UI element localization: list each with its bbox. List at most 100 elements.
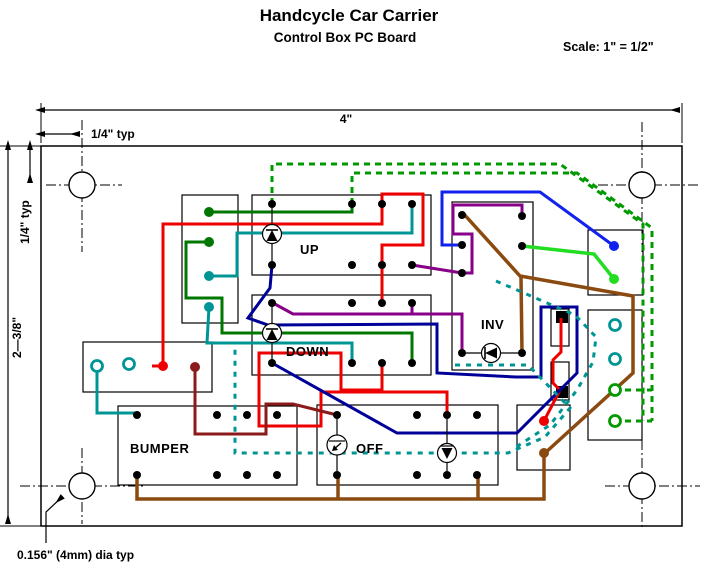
pad <box>268 261 276 269</box>
component-labels: UP DOWN INV BUMPER OFF <box>130 242 504 456</box>
pad <box>378 261 386 269</box>
trace-green-b <box>184 240 414 363</box>
symbols-layer <box>261 204 522 475</box>
off-diode <box>436 415 458 475</box>
pad <box>518 349 526 357</box>
pad <box>408 359 416 367</box>
pad <box>348 299 356 307</box>
pad <box>348 261 356 269</box>
label-bumper: BUMPER <box>130 441 189 456</box>
pad <box>458 349 466 357</box>
lamp-body <box>326 434 348 456</box>
mounting-hole <box>46 120 122 252</box>
pad <box>273 471 281 479</box>
trace-purple-b <box>451 203 524 275</box>
pad <box>458 241 466 249</box>
pad <box>348 359 356 367</box>
pad <box>213 411 221 419</box>
dim-hole-offset-h-label: 1/4" typ <box>91 127 135 141</box>
pad <box>413 411 421 419</box>
pad <box>133 471 141 479</box>
label-up: UP <box>300 242 319 257</box>
terminal-dot-green <box>204 207 214 217</box>
pad <box>268 200 276 208</box>
fuse-pad <box>556 311 568 323</box>
page-subtitle: Control Box PC Board <box>274 30 417 45</box>
pad <box>378 200 386 208</box>
pad <box>333 471 341 479</box>
trace-teal-c <box>95 366 139 415</box>
page-title: Handcycle Car Carrier <box>260 6 439 25</box>
terminal-dot-teal <box>204 271 214 281</box>
hole-circle <box>68 171 96 199</box>
trace-navy-loop <box>245 264 579 435</box>
trace-green-a <box>209 204 354 214</box>
terminal-ring-teal <box>90 359 104 373</box>
pad <box>213 471 221 479</box>
trace-dashteal-2 <box>495 279 598 451</box>
diode-triangle <box>266 329 278 340</box>
off-relay <box>316 404 499 486</box>
hole-dia-note: 0.156" (4mm) dia typ <box>17 548 134 562</box>
trace-brown-rail <box>135 453 546 501</box>
trace-dashteal-1 <box>233 343 573 455</box>
pad <box>413 471 421 479</box>
diode-triangle <box>441 448 453 459</box>
pad <box>133 411 141 419</box>
trace-darkred-path <box>193 367 338 436</box>
terminal-dot-red <box>539 416 549 426</box>
trace-blue-inv <box>440 190 615 248</box>
dim-hole-offset-v-label: 1/4" typ <box>18 200 32 244</box>
trace-red-main <box>161 192 425 366</box>
mounting-hole <box>605 440 700 528</box>
terminal-dot-lime <box>609 274 619 284</box>
pad <box>408 200 416 208</box>
inv-relay <box>451 201 534 371</box>
scale-note: Scale: 1" = 1/2" <box>563 40 654 54</box>
pad <box>473 471 481 479</box>
label-down: DOWN <box>286 344 329 359</box>
pad <box>458 211 466 219</box>
hole-dia-leader <box>45 494 65 543</box>
trace-red-fuse <box>542 318 563 422</box>
terminal-dot-teal <box>204 302 214 312</box>
hole-circle <box>628 472 656 500</box>
pad <box>268 359 276 367</box>
pad <box>518 212 526 220</box>
pad <box>473 411 481 419</box>
trace-teal-b <box>205 306 354 363</box>
terminal-dot-green <box>204 237 214 247</box>
pad <box>408 299 416 307</box>
hole-circle <box>628 171 656 199</box>
board-outline <box>40 145 683 527</box>
trace-lime-path <box>521 244 616 281</box>
pad <box>348 200 356 208</box>
diode-triangle <box>266 230 278 241</box>
right-connector <box>587 309 643 441</box>
dimension-annotations: 4" 1/4" typ 1/4" typ 2—3/8" 0.156" (4mm)… <box>0 103 683 562</box>
terminal-ring-dash_green <box>608 383 622 397</box>
bumper-relay <box>117 405 298 486</box>
hole-circle <box>68 472 96 500</box>
inv-diode <box>462 342 522 364</box>
terminal-dot-dark_red <box>190 362 200 372</box>
terminal-dot-brown <box>539 448 549 458</box>
pad <box>408 261 416 269</box>
pad <box>458 269 466 277</box>
trace-purple-c <box>272 301 464 353</box>
pad <box>443 471 451 479</box>
traces-layer <box>95 162 654 501</box>
up-diode <box>261 204 283 265</box>
terminal-ring-dash_green <box>608 414 622 428</box>
down-diode <box>261 303 283 363</box>
trace-brown-branch <box>519 276 524 354</box>
pad <box>268 299 276 307</box>
diode-triangle <box>485 347 497 359</box>
pad <box>443 411 451 419</box>
mounting-hole <box>598 122 700 252</box>
pad <box>333 411 341 419</box>
trace-brown-main <box>460 210 635 455</box>
label-off: OFF <box>356 441 384 456</box>
